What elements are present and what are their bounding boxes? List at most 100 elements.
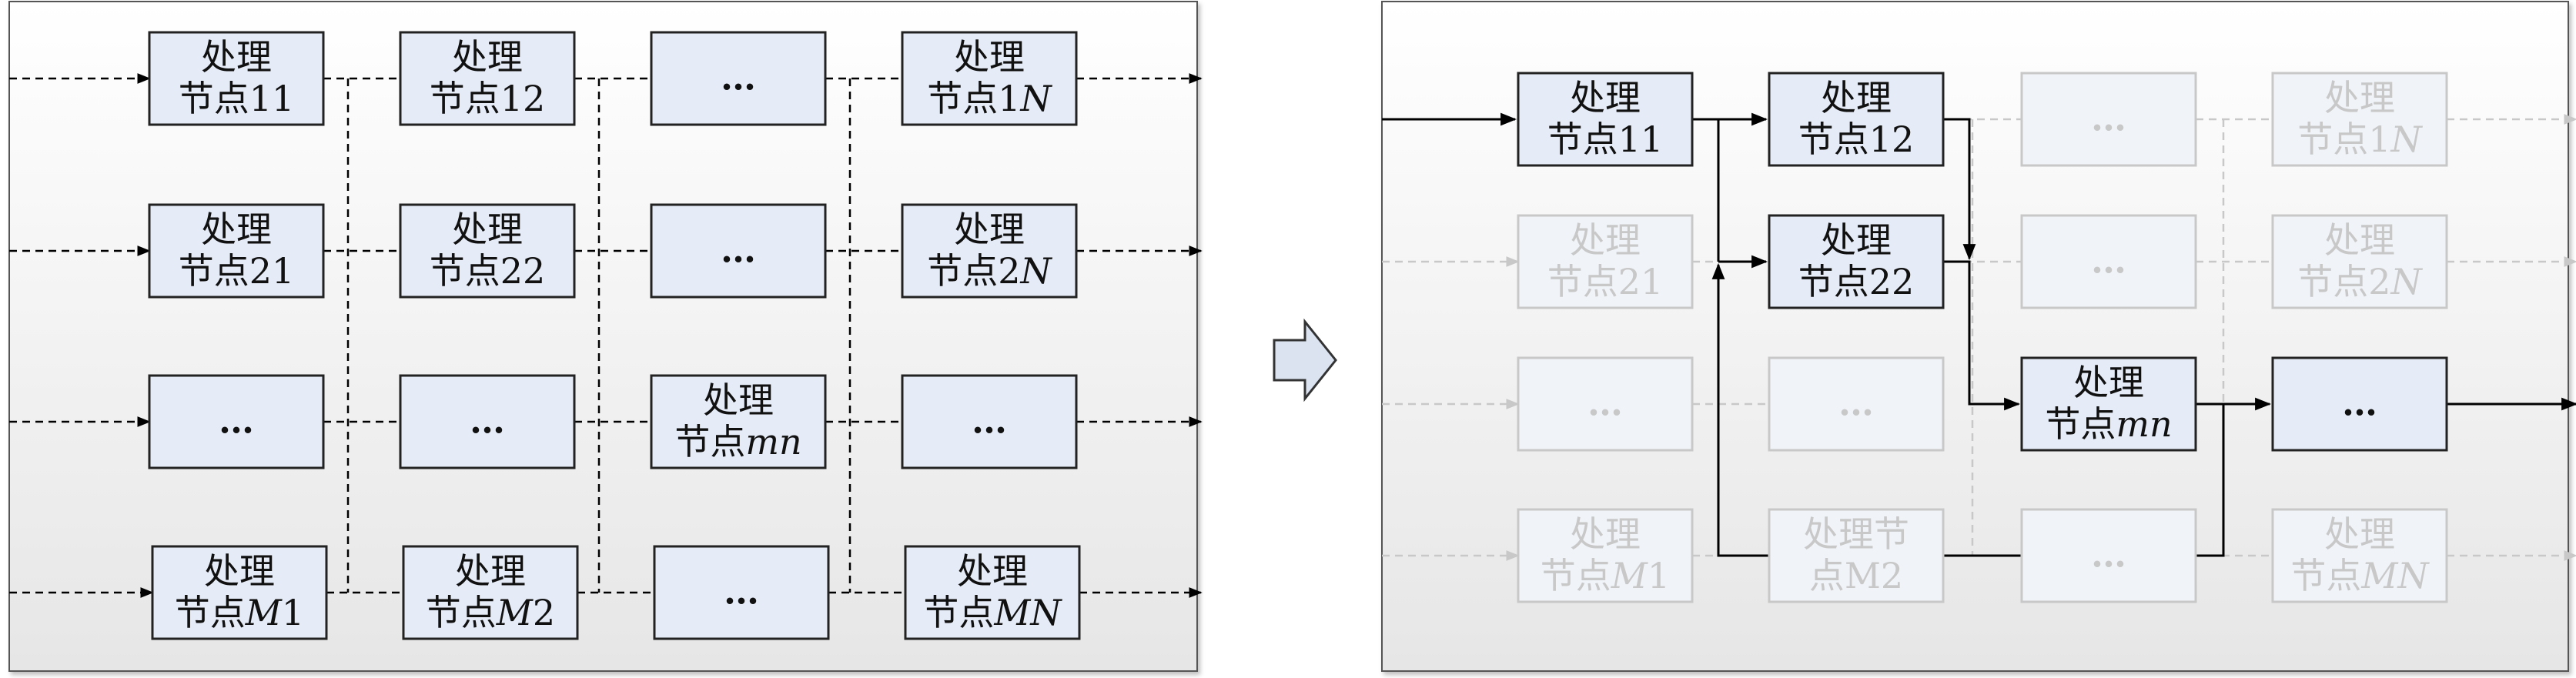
right-node-label-line2: 节点M1 bbox=[1541, 555, 1670, 596]
left-node-label-line2: 节点2N bbox=[927, 250, 1052, 292]
right-node-ellipsis: … bbox=[2091, 533, 2126, 575]
left-node-box bbox=[148, 31, 325, 126]
right-node-box bbox=[1768, 72, 1945, 167]
left-node-label-line2: 节点12 bbox=[430, 78, 546, 119]
left-node-box bbox=[653, 545, 830, 640]
left-node-box bbox=[148, 374, 325, 469]
right-node-box bbox=[2020, 72, 2197, 167]
right-node-label-line1: 处理 bbox=[1821, 77, 1892, 119]
right-active-connections bbox=[1382, 112, 2576, 557]
left-node-grid: 处理节点11处理节点12…处理节点1N处理节点21处理节点22…处理节点2N……… bbox=[148, 31, 1081, 640]
right-node-r3-c2: … bbox=[1768, 356, 1945, 452]
transition-arrow-icon bbox=[1273, 318, 1337, 402]
right-node-label-line1: 处理 bbox=[2324, 219, 2395, 261]
right-node-box bbox=[2271, 214, 2448, 309]
left-node-box bbox=[399, 203, 576, 299]
right-node-box bbox=[1768, 508, 1945, 603]
right-node-box bbox=[1517, 72, 1694, 167]
right-node-box bbox=[1517, 508, 1694, 603]
left-node-box bbox=[901, 203, 1078, 299]
right-node-box bbox=[2271, 356, 2448, 452]
left-node-r3-c1: … bbox=[148, 374, 325, 469]
left-node-label-line2: 节点1N bbox=[927, 78, 1052, 119]
left-node-box bbox=[399, 374, 576, 469]
right-node-label-line2: 节点2N bbox=[2297, 261, 2423, 302]
left-node-label-line1: 处理 bbox=[957, 550, 1028, 592]
left-node-label-line1: 处理 bbox=[455, 550, 526, 592]
right-node-label-line2: 节点22 bbox=[1798, 261, 1915, 302]
left-node-box bbox=[402, 545, 579, 640]
left-node-label-line2: 节点M2 bbox=[426, 592, 555, 633]
left-node-box bbox=[148, 203, 325, 299]
right-node-ellipsis: … bbox=[1838, 382, 1874, 423]
right-node-r4-c3: … bbox=[2020, 508, 2197, 603]
left-node-r1-c3: … bbox=[650, 31, 827, 126]
right-node-label-line1: 处理 bbox=[1570, 219, 1641, 261]
right-node-box bbox=[2020, 214, 2197, 309]
right-node-grid: 处理节点11处理节点12…处理节点1N处理节点21处理节点22…处理节点2N……… bbox=[1517, 72, 2448, 603]
left-node-box bbox=[650, 31, 827, 126]
left-node-ellipsis: … bbox=[721, 56, 756, 98]
left-node-box bbox=[901, 374, 1078, 469]
left-node-label-line1: 处理 bbox=[452, 36, 523, 78]
right-node-box bbox=[2271, 72, 2448, 167]
right-node-box bbox=[1517, 356, 1694, 452]
right-node-label-line2: 点M2 bbox=[1809, 555, 1903, 596]
right-node-box bbox=[1517, 214, 1694, 309]
right-node-label-line1: 处理 bbox=[1821, 219, 1892, 261]
right-node-label-line2: 节点12 bbox=[1798, 119, 1915, 160]
left-node-r4-c3: … bbox=[653, 545, 830, 640]
left-node-label-line2: 节点22 bbox=[430, 250, 546, 292]
left-node-label-line2: 节点mn bbox=[674, 421, 801, 463]
right-node-r3-c1: … bbox=[1517, 356, 1694, 452]
left-node-ellipsis: … bbox=[721, 229, 756, 270]
left-node-label-line1: 处理 bbox=[954, 209, 1025, 250]
right-node-ellipsis: … bbox=[1587, 382, 1623, 423]
right-node-r1-c3: … bbox=[2020, 72, 2197, 167]
left-node-label-line2: 节点M1 bbox=[175, 592, 304, 633]
right-node-label-line2: 节点MN bbox=[2290, 555, 2430, 596]
right-node-ellipsis: … bbox=[2091, 97, 2126, 139]
left-node-label-line1: 处理 bbox=[201, 209, 272, 250]
right-node-label-line1: 处理 bbox=[2324, 77, 2395, 119]
right-faded-connections bbox=[1382, 114, 2576, 561]
left-node-label-line2: 节点11 bbox=[179, 78, 295, 119]
left-node-label-line2: 节点21 bbox=[179, 250, 295, 292]
left-node-label-line1: 处理 bbox=[452, 209, 523, 250]
left-node-box bbox=[901, 31, 1078, 126]
left-node-label-line1: 处理 bbox=[201, 36, 272, 78]
left-node-label-line1: 处理 bbox=[954, 36, 1025, 78]
right-node-box bbox=[2271, 508, 2448, 603]
left-node-box bbox=[650, 374, 827, 469]
left-node-r3-c4: … bbox=[901, 374, 1078, 469]
right-node-label-line2: 节点21 bbox=[1547, 261, 1664, 302]
right-node-r2-c3: … bbox=[2020, 214, 2197, 309]
left-node-box bbox=[151, 545, 328, 640]
right-node-label-line2: 节点1N bbox=[2297, 119, 2423, 160]
right-node-ellipsis: … bbox=[2342, 382, 2377, 423]
left-node-ellipsis: … bbox=[724, 570, 759, 612]
right-node-box bbox=[2020, 356, 2197, 452]
left-node-box bbox=[904, 545, 1081, 640]
right-node-label-line1: 处理 bbox=[1570, 513, 1641, 555]
right-node-box bbox=[1768, 356, 1945, 452]
left-node-ellipsis: … bbox=[219, 399, 254, 441]
